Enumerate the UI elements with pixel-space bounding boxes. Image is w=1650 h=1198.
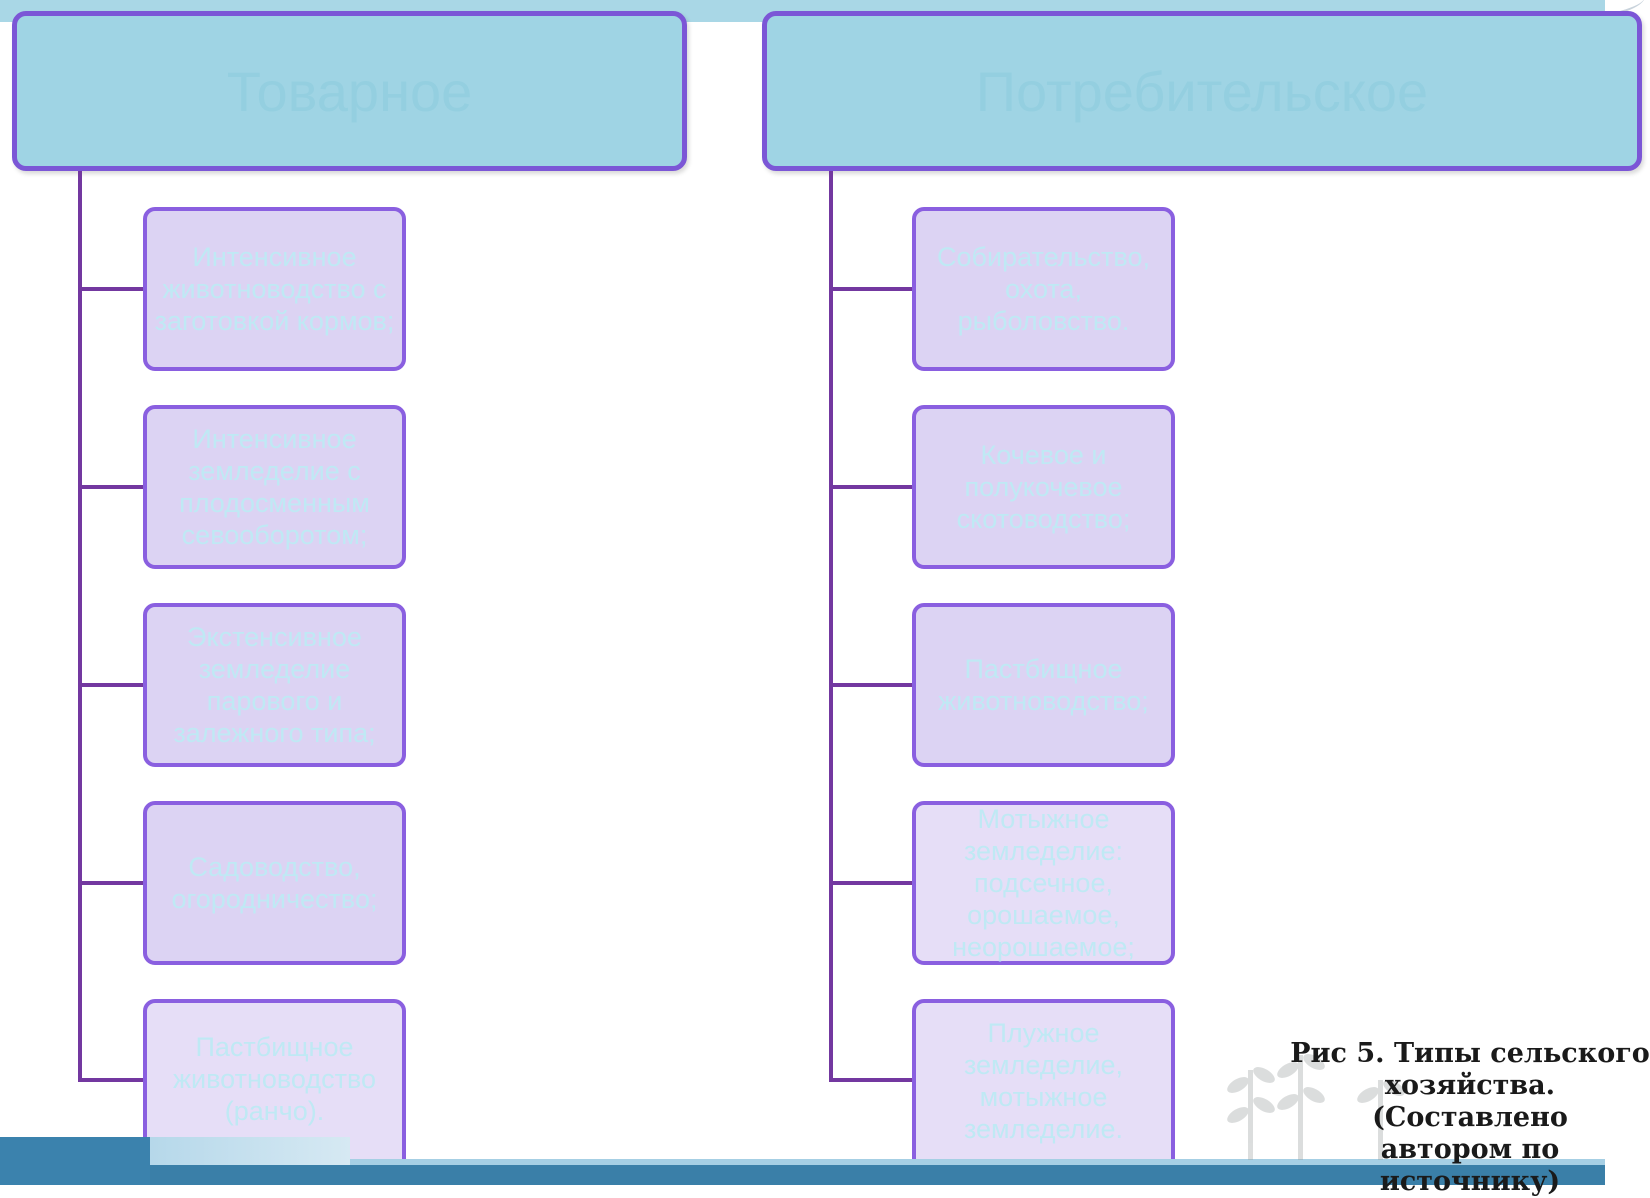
right-branch-line — [829, 485, 915, 489]
left-branch-line — [78, 881, 146, 885]
left-item-label: Интенсивное животноводство с заготовкой … — [154, 242, 395, 336]
right-item-label: Собирательство, охота, рыболовство. — [937, 242, 1150, 336]
right-item-label: Пастбищное животноводство; — [938, 654, 1149, 716]
left-branch-line — [78, 287, 146, 291]
left-trunk-line — [78, 171, 82, 1082]
header-left-box: Товарное — [12, 11, 687, 171]
left-item-label: Экстенсивное земледелие парового и залеж… — [173, 622, 376, 748]
right-branch-line — [829, 683, 915, 687]
right-item-label: Плужное земледелие, мотыжное земледелие. — [963, 1018, 1124, 1144]
bottom-decor-fade — [150, 1137, 350, 1165]
header-right-title: Потребительское — [975, 59, 1429, 123]
left-branch-line — [78, 1078, 146, 1082]
left-branch-line — [78, 485, 146, 489]
left-item-box: Садоводство, огородничество; — [143, 801, 406, 965]
right-branch-line — [829, 287, 915, 291]
figure-caption: Рис 5. Типы сельского хозяйства. (Состав… — [1290, 1038, 1650, 1197]
bottom-decor-light — [140, 1159, 1605, 1167]
right-item-box: Собирательство, охота, рыболовство. — [912, 207, 1175, 371]
left-item-label: Садоводство, огородничество; — [171, 852, 378, 914]
left-item-box: Пастбищное животноводство (ранчо). — [143, 999, 406, 1185]
right-trunk-line — [829, 171, 833, 1082]
header-right-box: Потребительское — [762, 11, 1642, 171]
bottom-decor-tab — [0, 1137, 150, 1185]
left-item-label: Интенсивное земледелие с плодосменным се… — [179, 424, 370, 550]
right-item-box: Плужное земледелие, мотыжное земледелие. — [912, 999, 1175, 1185]
left-item-box: Экстенсивное земледелие парового и залеж… — [143, 603, 406, 767]
right-item-label: Кочевое и полукочевое скотоводство; — [956, 440, 1131, 534]
left-item-box: Интенсивное земледелие с плодосменным се… — [143, 405, 406, 569]
bottom-decor-bar — [0, 1165, 1605, 1185]
sprout-watermark-icon — [1227, 1054, 1405, 1160]
right-item-box: Мотыжное земледелие: подсечное, орошаемо… — [912, 801, 1175, 965]
right-item-box: Пастбищное животноводство; — [912, 603, 1175, 767]
right-branch-line — [829, 1078, 915, 1082]
left-item-label: Пастбищное животноводство (ранчо). — [172, 1032, 377, 1126]
right-item-box: Кочевое и полукочевое скотоводство; — [912, 405, 1175, 569]
left-item-box: Интенсивное животноводство с заготовкой … — [143, 207, 406, 371]
right-branch-line — [829, 881, 915, 885]
right-item-label: Мотыжное земледелие: подсечное, орошаемо… — [952, 804, 1135, 962]
left-branch-line — [78, 683, 146, 687]
header-left-title: Товарное — [226, 59, 473, 123]
